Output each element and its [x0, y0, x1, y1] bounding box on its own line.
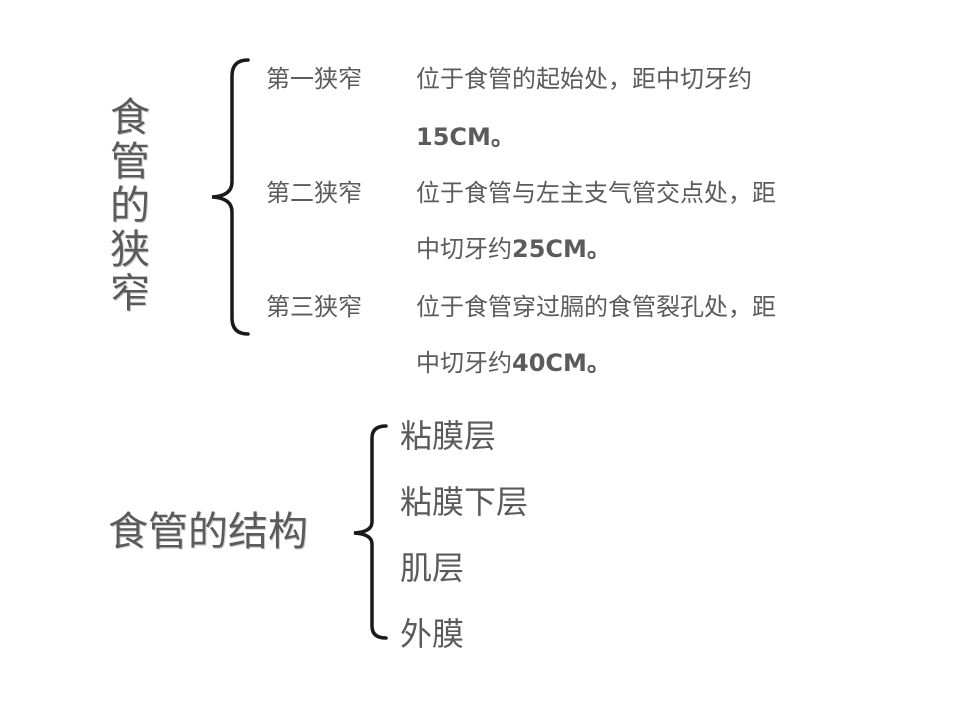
curly-brace-icon	[211, 58, 250, 336]
narrowing-distance: 15CM。	[416, 123, 515, 151]
narrowing-desc: 位于食管的起始处，距中切牙约	[416, 65, 752, 93]
narrowing-label: 第三狭窄	[266, 293, 362, 321]
structure-layer: 肌层	[400, 549, 465, 587]
narrowing-1-line1: 第一狭窄 位于食管的起始处，距中切牙约	[266, 64, 752, 94]
structure-layer: 外膜	[400, 615, 465, 653]
structure-layer: 粘膜层	[400, 417, 497, 455]
title-char: 食	[110, 95, 150, 141]
structure-title: 食管的结构	[108, 509, 308, 555]
narrowing-1-line2: 15CM。	[416, 122, 515, 152]
narrowing-3-line1: 第三狭窄 位于食管穿过膈的食管裂孔处，距	[266, 292, 776, 322]
narrowing-2-line2: 中切牙约25CM。	[416, 234, 611, 264]
structure-layer: 粘膜下层	[400, 483, 529, 521]
curly-brace-icon	[353, 424, 388, 640]
title-char: 管	[110, 139, 150, 185]
title-char: 的	[110, 183, 150, 229]
narrowing-desc: 位于食管与左主支气管交点处，距	[416, 179, 776, 207]
narrowing-desc-cont: 中切牙约	[416, 235, 512, 263]
narrowing-label: 第一狭窄	[266, 65, 362, 93]
narrowing-desc-cont: 中切牙约	[416, 349, 512, 377]
title-char: 狭	[110, 227, 150, 273]
narrowing-desc: 位于食管穿过膈的食管裂孔处，距	[416, 293, 776, 321]
narrowing-distance: 40CM。	[512, 349, 611, 377]
narrowing-title: 食 管 的 狭 窄	[104, 96, 156, 316]
title-char: 窄	[110, 271, 150, 317]
narrowing-label: 第二狭窄	[266, 179, 362, 207]
narrowing-2-line1: 第二狭窄 位于食管与左主支气管交点处，距	[266, 178, 776, 208]
narrowing-distance: 25CM。	[512, 235, 611, 263]
narrowing-3-line2: 中切牙约40CM。	[416, 348, 611, 378]
